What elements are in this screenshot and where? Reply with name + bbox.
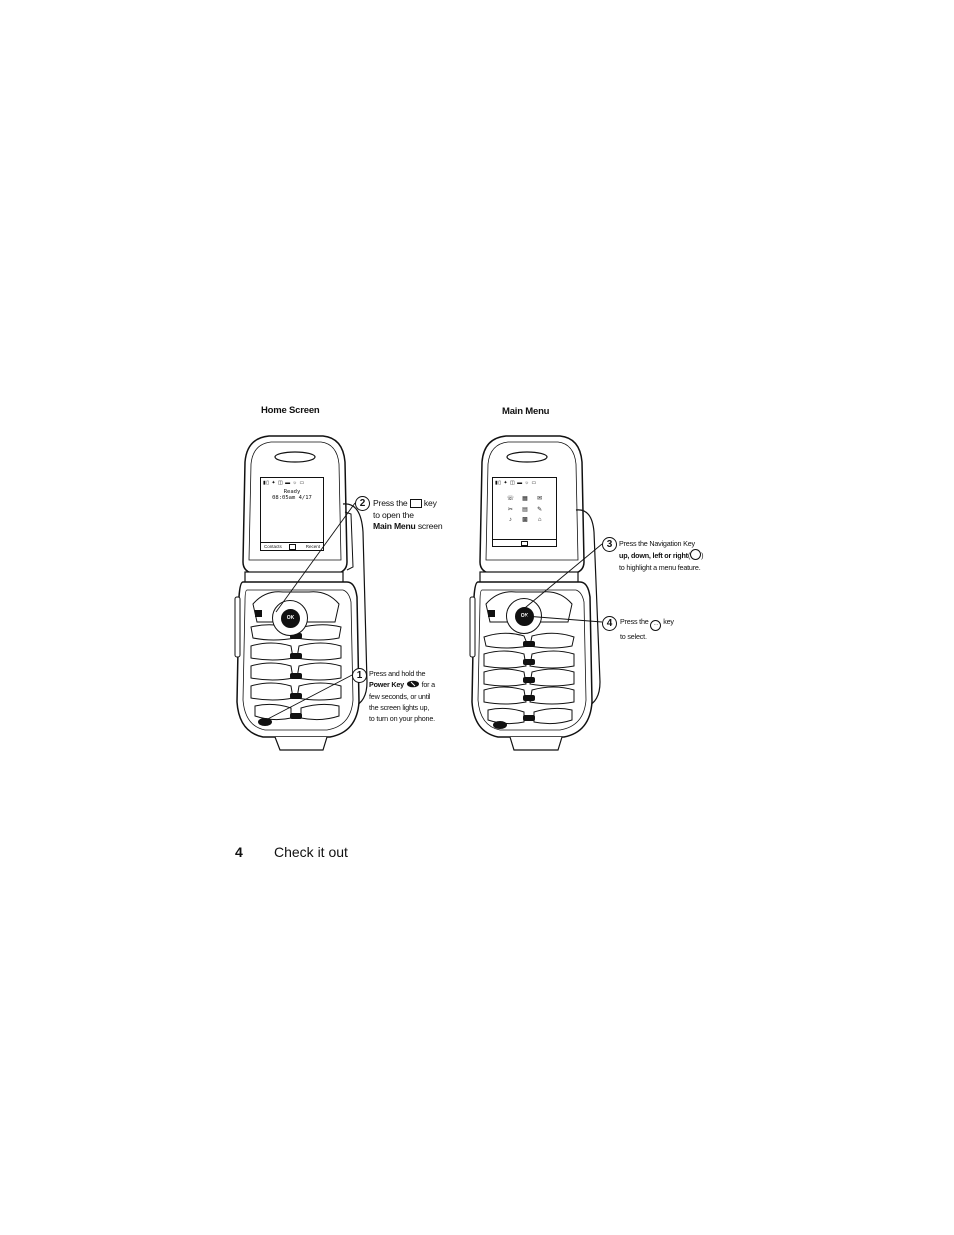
status-bar-icons-main: ▮▯ ✦ ◫ ▬ ☼ ▭ (495, 480, 537, 486)
softkey-left: Contacts (264, 544, 282, 549)
phone-home: ▮▯ ✦ ◫ ▬ ☼ ▭ Ready 08:05am 4/17 Contacts… (234, 432, 370, 752)
menu-key-main[interactable] (488, 610, 495, 617)
media-icon[interactable]: ✎ (537, 506, 543, 513)
main-menu-display: ▮▯ ✦ ◫ ▬ ☼ ▭ ☏ ▦ ✉ ✂ ▤ ✎ ♪ ▩ ⌂ (492, 477, 557, 547)
games-icon[interactable]: ▩ (522, 517, 528, 524)
power-key-icon (406, 680, 420, 688)
softkey-right: Recent (305, 544, 320, 549)
main-softkey-menu-icon (521, 541, 528, 546)
status-bar-icons: ▮▯ ✦ ◫ ▬ ☼ ▭ (263, 480, 305, 486)
nav-key-main[interactable]: OK (506, 598, 542, 634)
page-number: 4 (235, 844, 243, 860)
callout-number-4: 4 (602, 616, 617, 631)
phone-main: ▮▯ ✦ ◫ ▬ ☼ ▭ ☏ ▦ ✉ ✂ ▤ ✎ ♪ ▩ ⌂ OK (469, 432, 607, 752)
main-menu-label: Main Menu (502, 406, 550, 417)
callout-4-text: Press the ··· key to select. (620, 617, 674, 641)
callout-number-3: 3 (602, 537, 617, 552)
home-display: ▮▯ ✦ ◫ ▬ ☼ ▭ Ready 08:05am 4/17 Contacts… (260, 477, 324, 551)
screen-time-text: 08:05am 4/17 (272, 495, 312, 501)
main-softkey-bar (493, 539, 556, 546)
web-icon[interactable]: ⌂ (537, 517, 542, 524)
menu-key[interactable] (255, 610, 262, 617)
menu-icon-grid: ☏ ▦ ✉ ✂ ▤ ✎ ♪ ▩ ⌂ (503, 494, 547, 526)
nav-key[interactable]: OK (272, 600, 308, 636)
callout-3-text: Press the Navigation Key up, down, left … (619, 539, 704, 572)
settings-icon[interactable]: ▦ (522, 496, 528, 502)
callout-1-text: Press and hold the Power Key for a few s… (369, 669, 435, 724)
menu-key-icon (409, 499, 422, 508)
tools-icon[interactable]: ✂ (507, 506, 513, 513)
softkey-menu-icon (289, 544, 296, 550)
center-select-key-icon: ··· (650, 620, 662, 631)
messages-icon[interactable]: ✉ (537, 496, 543, 502)
callout-number-2: 2 (355, 496, 370, 511)
home-screen-label: Home Screen (261, 405, 320, 416)
callout-2-text: Press the key to open the Main Menu scre… (373, 498, 443, 532)
screen-status-text: Ready (283, 489, 301, 495)
section-title: Check it out (274, 844, 348, 860)
ok-key[interactable]: OK (281, 609, 300, 628)
phonebook-icon[interactable]: ☏ (506, 496, 515, 502)
ringtone-icon[interactable]: ♪ (508, 517, 512, 524)
nav-key-icon (690, 549, 702, 561)
calendar-icon[interactable]: ▤ (522, 506, 528, 513)
callout-number-1: 1 (352, 668, 367, 683)
screen-softkey-bar: Contacts Recent (261, 542, 323, 550)
